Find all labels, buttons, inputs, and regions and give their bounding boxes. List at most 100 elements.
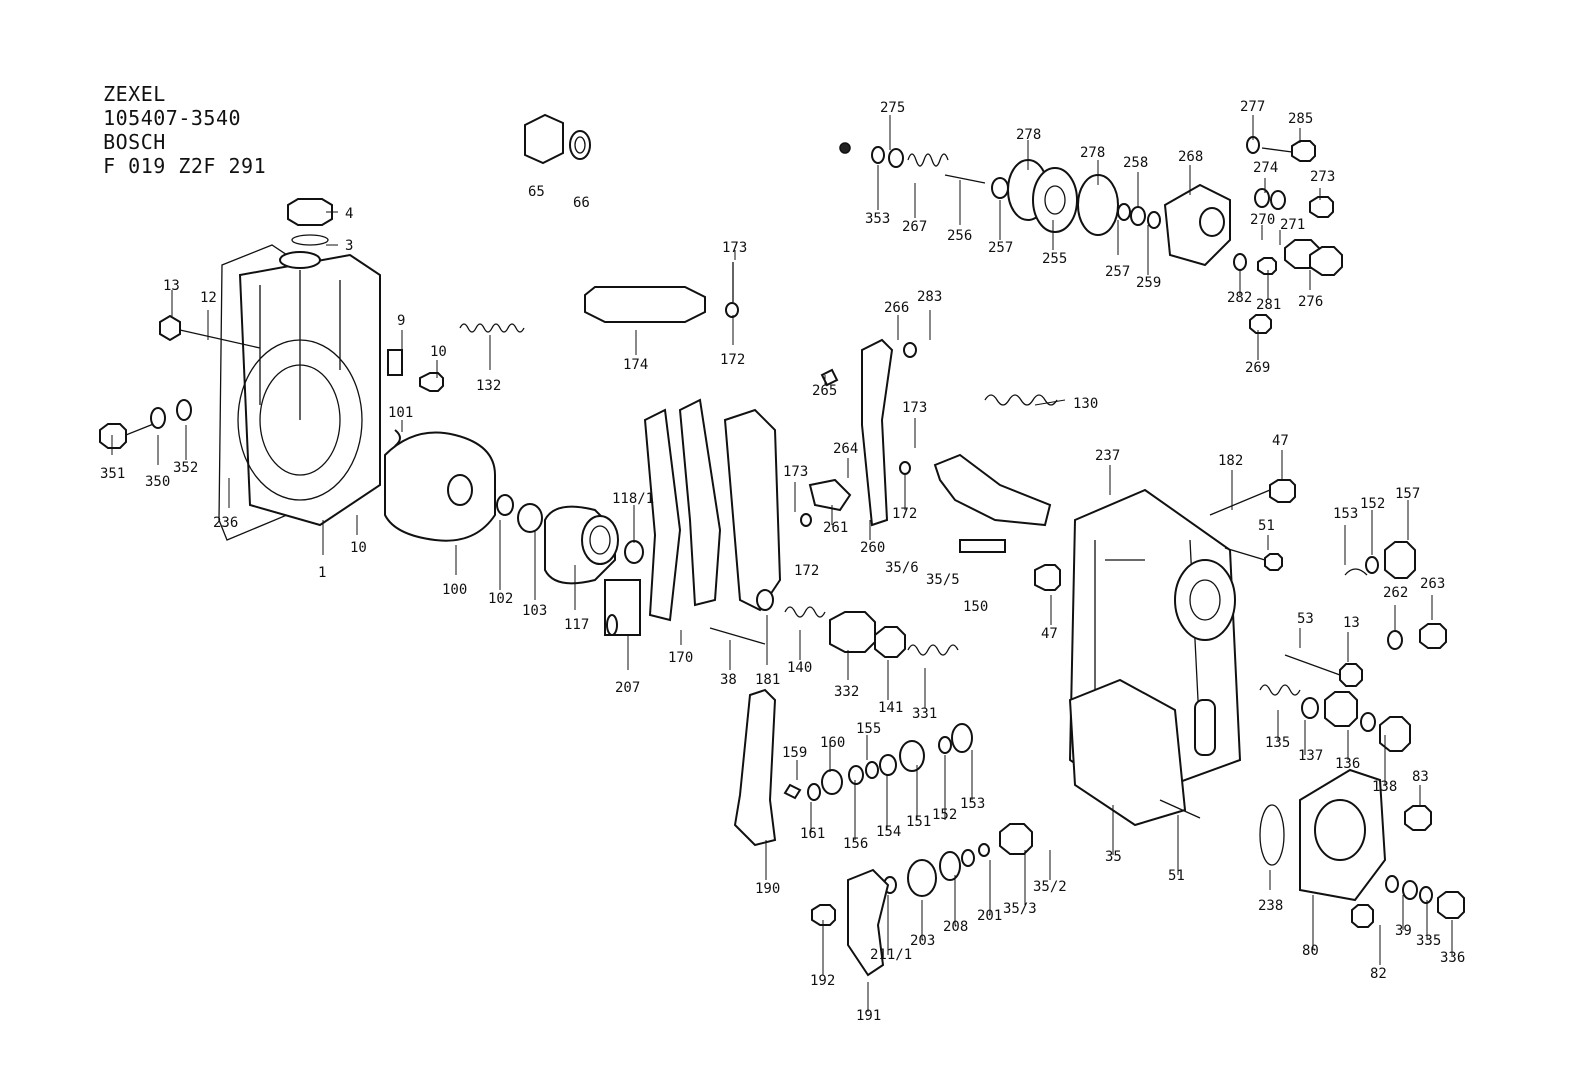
part-number-labels: 4 3 65 66 13 12 9 10 132 101 351 350 352… (100, 99, 1465, 1024)
part-label-9: 9 (397, 313, 405, 329)
part-label-137: 137 (1298, 748, 1323, 764)
part-label-207: 207 (615, 680, 640, 696)
part-label-103: 103 (522, 603, 547, 619)
part-label-35-5: 35/5 (926, 572, 960, 588)
part-label-266: 266 (884, 300, 909, 316)
part-label-174: 174 (623, 357, 648, 373)
part-label-278b: 278 (1080, 145, 1105, 161)
part-label-130: 130 (1073, 396, 1098, 412)
part-label-156: 156 (843, 836, 868, 852)
part-label-159: 159 (782, 745, 807, 761)
part-label-265: 265 (812, 383, 837, 399)
part-label-51: 51 (1258, 518, 1275, 534)
part-label-53: 53 (1297, 611, 1314, 627)
part-label-132: 132 (476, 378, 501, 394)
part-label-256: 256 (947, 228, 972, 244)
part-label-282: 282 (1227, 290, 1252, 306)
part-label-285: 285 (1288, 111, 1313, 127)
part-label-278: 278 (1016, 127, 1041, 143)
part-label-211-1: 211/1 (870, 947, 912, 963)
part-label-335: 335 (1416, 933, 1441, 949)
part-label-141: 141 (878, 700, 903, 716)
part-label-140: 140 (787, 660, 812, 676)
diagram-title: ZEXEL 105407-3540 BOSCH F 019 Z2F 291 (78, 58, 284, 178)
part-label-173b: 173 (902, 400, 927, 416)
part-label-157: 157 (1395, 486, 1420, 502)
part-label-259: 259 (1136, 275, 1161, 291)
part-label-66: 66 (573, 195, 590, 211)
part-label-270: 270 (1250, 212, 1275, 228)
part-label-353: 353 (865, 211, 890, 227)
part-label-172: 172 (720, 352, 745, 368)
part-label-13b: 13 (1343, 615, 1360, 631)
part-label-238: 238 (1258, 898, 1283, 914)
part-label-281: 281 (1256, 297, 1281, 313)
part-label-13: 13 (163, 278, 180, 294)
part-label-262: 262 (1383, 585, 1408, 601)
part-label-35: 35 (1105, 849, 1122, 865)
part-label-273: 273 (1310, 169, 1335, 185)
part-label-155: 155 (856, 721, 881, 737)
part-label-351: 351 (100, 466, 125, 482)
part-label-192: 192 (810, 973, 835, 989)
part-label-236: 236 (213, 515, 238, 531)
part-label-190: 190 (755, 881, 780, 897)
part-label-208: 208 (943, 919, 968, 935)
part-label-350: 350 (145, 474, 170, 490)
part-label-332: 332 (834, 684, 859, 700)
part-label-83: 83 (1412, 769, 1429, 785)
part-label-35-2: 35/2 (1033, 879, 1067, 895)
part-label-135: 135 (1265, 735, 1290, 751)
part-label-136: 136 (1335, 756, 1360, 772)
part-label-260: 260 (860, 540, 885, 556)
part-label-82: 82 (1370, 966, 1387, 982)
part-label-257: 257 (988, 240, 1013, 256)
part-label-10b: 10 (350, 540, 367, 556)
part-label-275: 275 (880, 100, 905, 116)
part-label-276: 276 (1298, 294, 1323, 310)
bosch-part-number: F 019 Z2F 291 (103, 154, 267, 178)
part-label-237: 237 (1095, 448, 1120, 464)
part-label-161: 161 (800, 826, 825, 842)
part-label-51b: 51 (1168, 868, 1185, 884)
part-label-263: 263 (1420, 576, 1445, 592)
part-label-170: 170 (668, 650, 693, 666)
part-label-3: 3 (345, 238, 353, 254)
part-label-47: 47 (1272, 433, 1289, 449)
part-label-38: 38 (720, 672, 737, 688)
part-drawings (99, 113, 1465, 1012)
part-label-138: 138 (1372, 779, 1397, 795)
part-label-4: 4 (345, 206, 353, 222)
part-label-191: 191 (856, 1008, 881, 1024)
part-label-118-1: 118/1 (612, 491, 654, 507)
part-label-277: 277 (1240, 99, 1265, 115)
part-label-152: 152 (1360, 496, 1385, 512)
part-label-261: 261 (823, 520, 848, 536)
part-label-269: 269 (1245, 360, 1270, 376)
part-label-173: 173 (722, 240, 747, 256)
part-label-160: 160 (820, 735, 845, 751)
part-label-39: 39 (1395, 923, 1412, 939)
part-label-117: 117 (564, 617, 589, 633)
part-label-268: 268 (1178, 149, 1203, 165)
part-label-12: 12 (200, 290, 217, 306)
part-label-47b: 47 (1041, 626, 1058, 642)
part-label-154: 154 (876, 824, 901, 840)
part-label-258: 258 (1123, 155, 1148, 171)
part-label-65: 65 (528, 184, 545, 200)
part-label-10: 10 (430, 344, 447, 360)
zexel-part-number: 105407-3540 (103, 106, 242, 130)
part-label-255: 255 (1042, 251, 1067, 267)
part-label-35-6: 35/6 (885, 560, 919, 576)
part-label-100: 100 (442, 582, 467, 598)
part-label-151: 151 (906, 814, 931, 830)
part-label-80: 80 (1302, 943, 1319, 959)
part-label-352: 352 (173, 460, 198, 476)
part-label-271: 271 (1280, 217, 1305, 233)
part-label-274: 274 (1253, 160, 1278, 176)
part-label-150: 150 (963, 599, 988, 615)
part-label-264: 264 (833, 441, 858, 457)
part-label-173c: 173 (783, 464, 808, 480)
part-label-331: 331 (912, 706, 937, 722)
